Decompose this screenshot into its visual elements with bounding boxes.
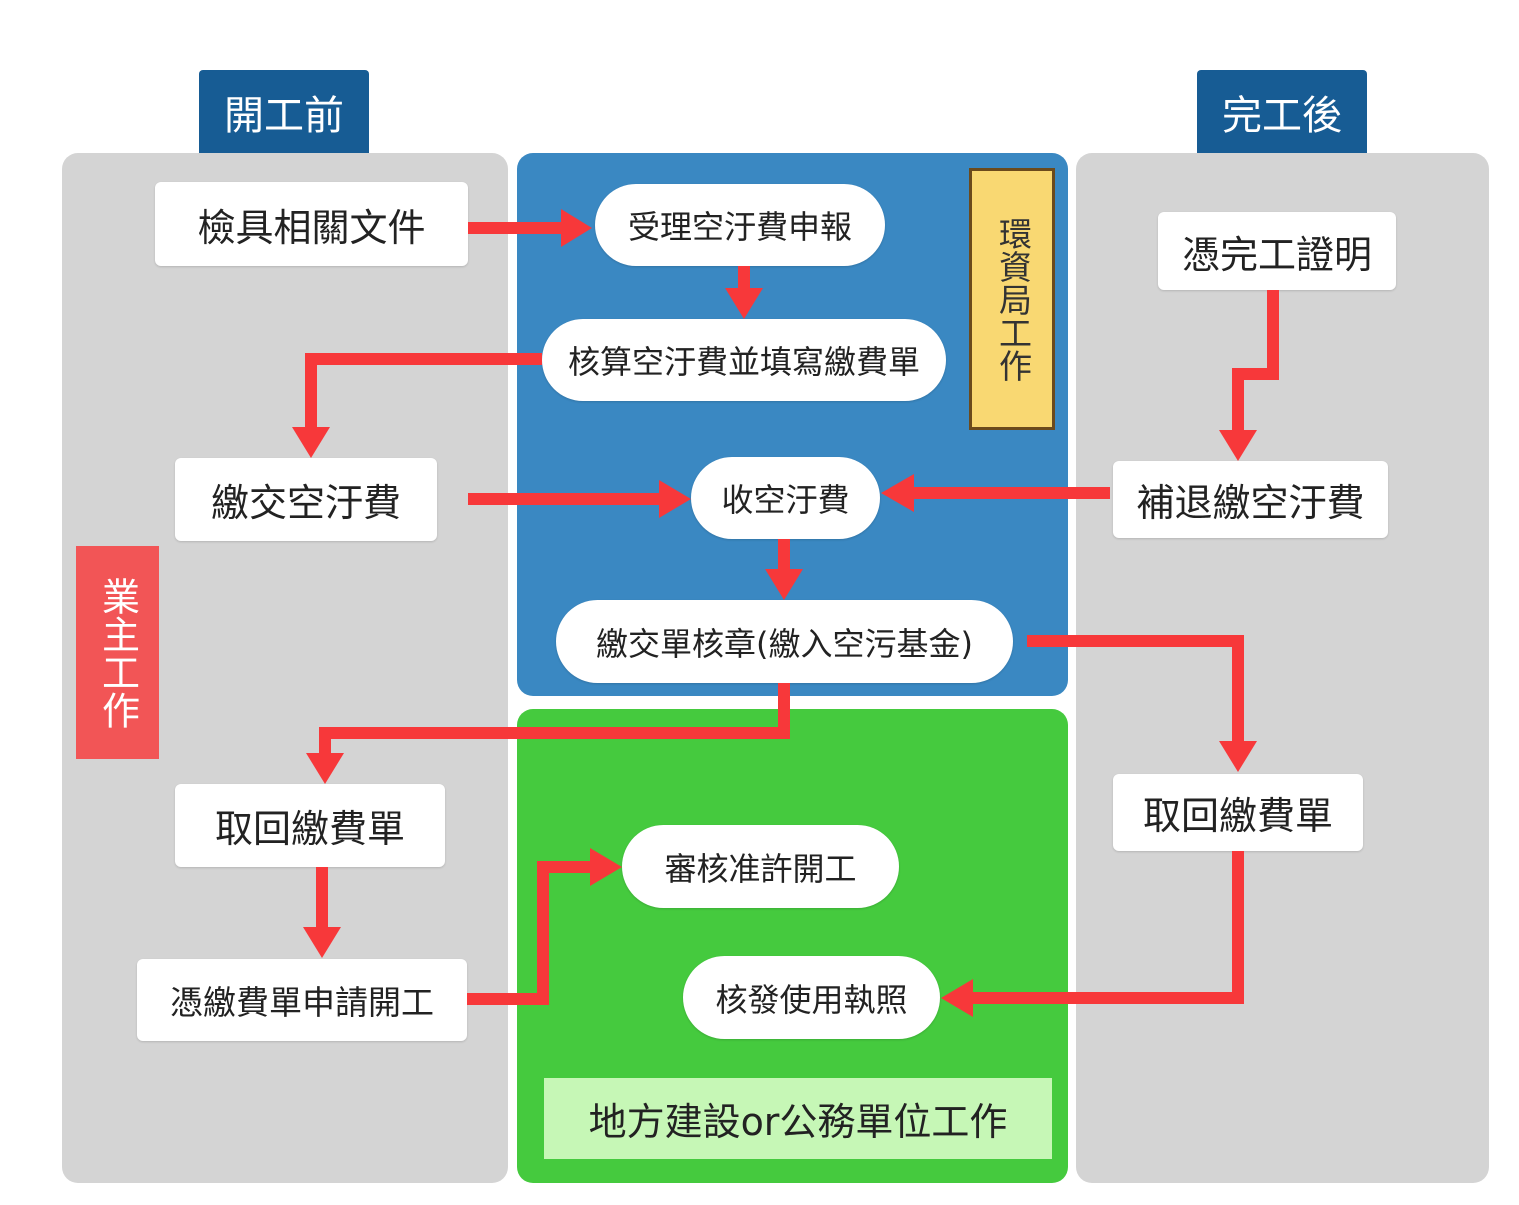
epa-work-label: 環資局工作	[969, 168, 1055, 430]
node-accept-declaration: 受理空汙費申報	[595, 184, 885, 266]
owner-panel-right	[1076, 153, 1489, 1183]
node-calculate-fee: 核算空汙費並填寫繳費單	[542, 319, 946, 401]
node-stamp-slip: 繳交單核章(繳入空污基金)	[556, 600, 1013, 683]
node-retrieve-slip-before: 取回繳費單	[175, 784, 445, 867]
local-work-label: 地方建設or公務單位工作	[544, 1078, 1052, 1159]
node-pay-fee: 繳交空汙費	[175, 458, 437, 541]
owner-work-label: 業主工作	[76, 546, 159, 759]
node-refund-supplement: 補退繳空汙費	[1113, 461, 1388, 538]
tab-before-construction: 開工前	[199, 70, 369, 153]
node-completion-proof: 憑完工證明	[1158, 212, 1396, 290]
node-prepare-documents: 檢具相關文件	[155, 182, 468, 266]
node-receive-fee: 收空汙費	[691, 457, 880, 539]
node-retrieve-slip-after: 取回繳費單	[1113, 774, 1363, 851]
node-approve-start: 審核准許開工	[622, 825, 899, 908]
tab-after-completion: 完工後	[1197, 70, 1367, 153]
node-apply-start: 憑繳費單申請開工	[137, 959, 467, 1041]
node-issue-license: 核發使用執照	[683, 956, 940, 1039]
